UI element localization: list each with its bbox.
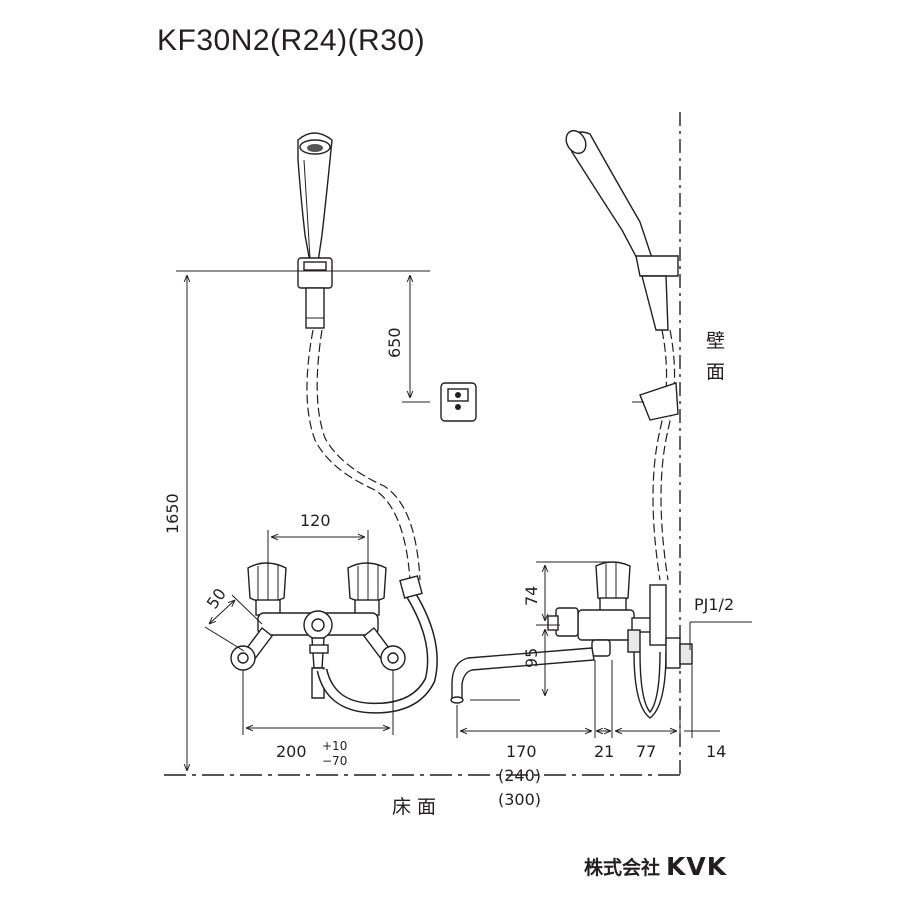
shower-head-side [565, 129, 679, 331]
dim-200-tol-plus: +10 [322, 739, 347, 753]
dim-650: 650 [385, 327, 404, 358]
dim-21: 21 [594, 742, 614, 761]
model-title: KF30N2(R24)(R30) [157, 24, 426, 57]
side-view: 壁 面 床 面 [164, 112, 752, 818]
dim-200: 200 [276, 742, 307, 761]
side-dimensions [456, 561, 752, 738]
faucet-body-side [450, 561, 693, 719]
floor-label: 床 面 [392, 796, 436, 818]
shower-head-front [297, 132, 333, 263]
faucet-body-front [230, 562, 406, 699]
dim-120: 120 [300, 511, 331, 530]
wall-hook-side [632, 382, 679, 421]
dim-1650: 1650 [163, 493, 182, 534]
dim-95: 95 [522, 648, 541, 668]
dim-14: 14 [706, 742, 726, 761]
dim-74: 74 [522, 586, 541, 606]
dim-200-tol-minus: −70 [322, 754, 347, 768]
dim-300: (300) [498, 790, 541, 809]
front-dimensions [176, 270, 430, 771]
shower-hook-front [297, 257, 333, 329]
wall-label-2: 面 [706, 361, 725, 383]
dim-77: 77 [636, 742, 656, 761]
dim-240: (240) [498, 766, 541, 785]
wall-label-1: 壁 [706, 330, 725, 352]
dim-170: 170 [506, 742, 537, 761]
kvk-logo: KVK [666, 852, 728, 881]
front-view: 650 1650 120 50 200 +10 −70 [163, 132, 477, 771]
company-name: 株式会社 [584, 857, 661, 879]
wall-hook-bracket [440, 382, 477, 422]
pipe-thread-label: PJ1/2 [694, 595, 734, 614]
